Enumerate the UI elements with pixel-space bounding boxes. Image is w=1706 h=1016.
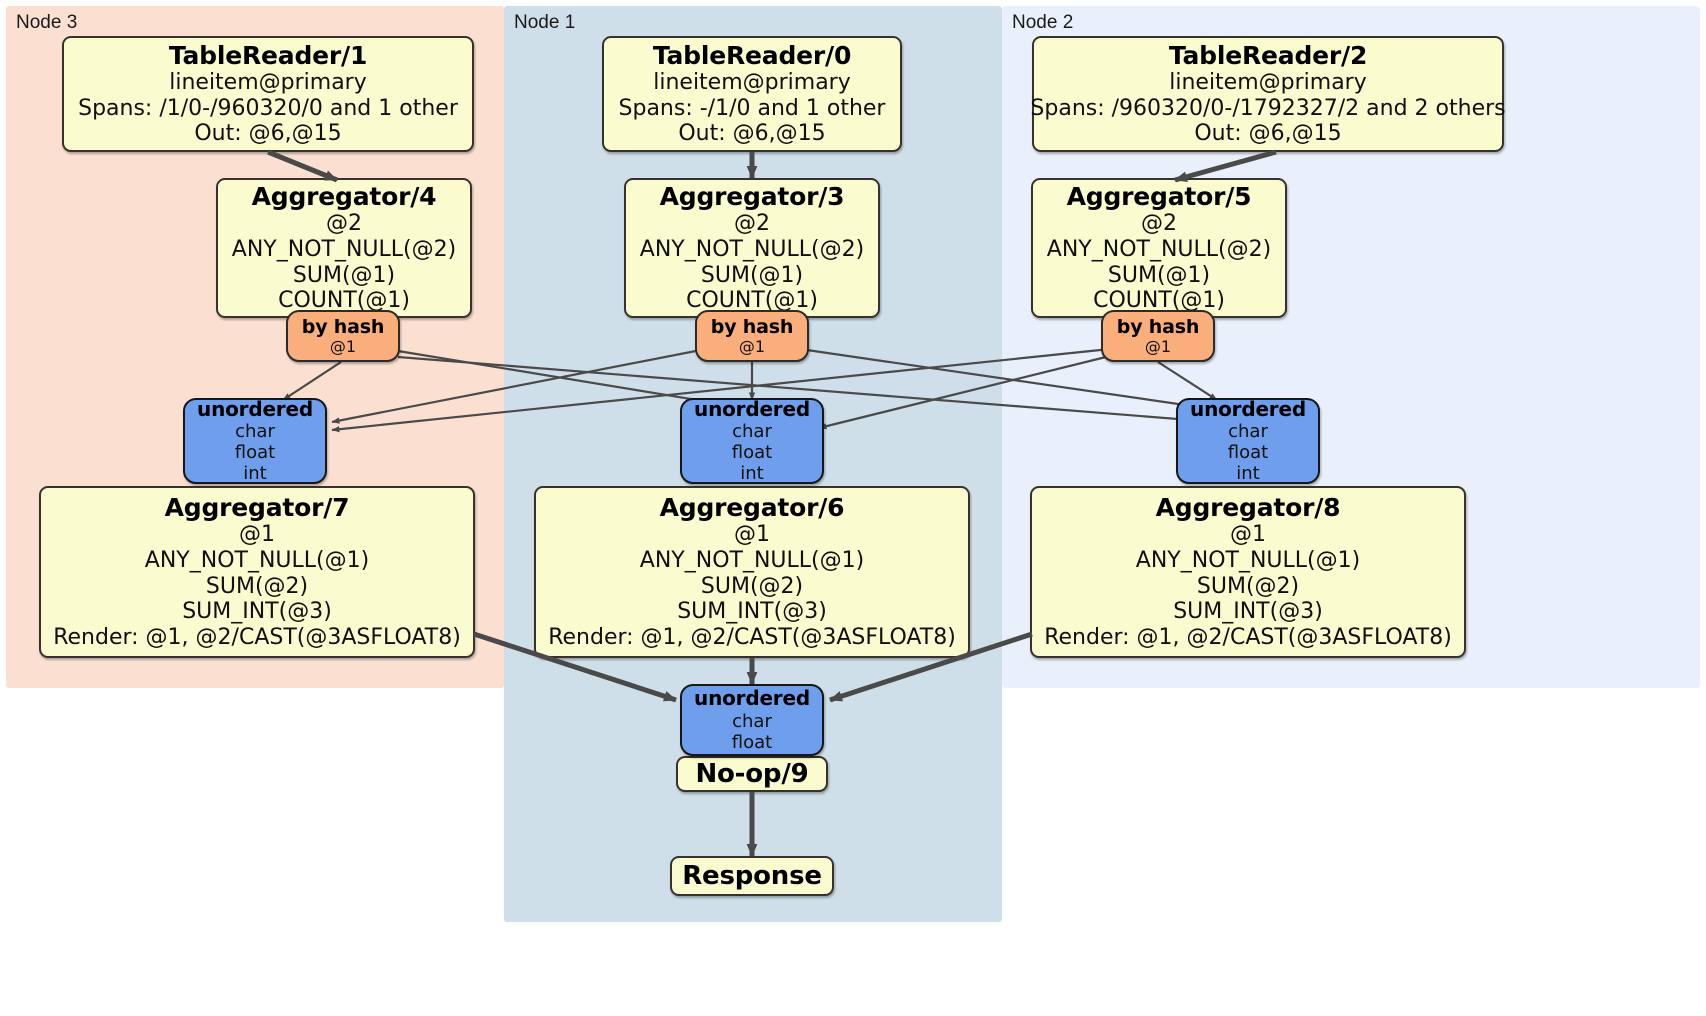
node-title: Aggregator/8 xyxy=(1155,493,1341,523)
sync-line: float xyxy=(731,731,773,753)
node-line: Render: @1, @2/CAST(@3ASFLOAT8) xyxy=(548,625,956,651)
sync-line: float xyxy=(1227,442,1269,464)
node-line: @2 xyxy=(1141,211,1177,237)
sync-unordered-center[interactable]: unordered char float int xyxy=(680,396,824,485)
node-line: SUM(@1) xyxy=(1107,262,1211,288)
panel-node-2-label: Node 2 xyxy=(1012,12,1074,33)
node-title: TableReader/2 xyxy=(1168,40,1368,70)
sync-unordered-right[interactable]: unordered char float int xyxy=(1176,396,1320,485)
node-line: @2 xyxy=(734,211,770,237)
node-line: SUM(@1) xyxy=(292,262,396,288)
router-title: by hash xyxy=(1116,315,1200,338)
node-line: ANY_NOT_NULL(@2) xyxy=(1046,236,1272,262)
sync-line: int xyxy=(243,463,267,485)
node-title: No-op/9 xyxy=(695,758,809,789)
node-aggregator-3[interactable]: Aggregator/3 @2 ANY_NOT_NULL(@2) SUM(@1)… xyxy=(624,178,880,318)
node-line: @1 xyxy=(239,522,275,548)
node-line: @1 xyxy=(1230,522,1266,548)
router-by-hash-left[interactable]: by hash @1 xyxy=(286,310,400,362)
router-by-hash-center[interactable]: by hash @1 xyxy=(695,310,809,362)
node-line: ANY_NOT_NULL(@1) xyxy=(639,548,865,574)
node-line: lineitem@primary xyxy=(1169,70,1367,96)
node-line: Spans: -/1/0 and 1 other xyxy=(618,95,886,121)
node-response[interactable]: Response xyxy=(670,856,834,896)
sync-line: float xyxy=(731,442,773,464)
node-title: Aggregator/3 xyxy=(659,181,845,211)
node-title: Aggregator/4 xyxy=(251,181,437,211)
node-line: SUM(@2) xyxy=(205,573,309,599)
sync-line: char xyxy=(732,421,772,443)
node-line: lineitem@primary xyxy=(653,70,851,96)
node-tablereader-1[interactable]: TableReader/1 lineitem@primary Spans: /1… xyxy=(62,36,474,152)
node-line: Out: @6,@15 xyxy=(194,121,342,147)
sync-title: unordered xyxy=(694,686,810,711)
sync-line: char xyxy=(235,421,275,443)
router-title: by hash xyxy=(710,315,794,338)
node-line: lineitem@primary xyxy=(169,70,367,96)
node-line: COUNT(@1) xyxy=(278,288,410,314)
node-noop-9[interactable]: No-op/9 xyxy=(676,756,828,792)
node-aggregator-7[interactable]: Aggregator/7 @1 ANY_NOT_NULL(@1) SUM(@2)… xyxy=(39,486,475,658)
router-line: @1 xyxy=(738,336,766,356)
node-title: Response xyxy=(682,860,822,891)
panel-node-3-label: Node 3 xyxy=(16,12,78,33)
sync-unordered-final[interactable]: unordered char float xyxy=(680,684,824,756)
sync-title: unordered xyxy=(197,396,313,421)
sync-line: char xyxy=(732,710,772,732)
node-line: ANY_NOT_NULL(@2) xyxy=(639,236,865,262)
node-aggregator-8[interactable]: Aggregator/8 @1 ANY_NOT_NULL(@1) SUM(@2)… xyxy=(1030,486,1466,658)
node-line: Render: @1, @2/CAST(@3ASFLOAT8) xyxy=(53,625,461,651)
node-line: @2 xyxy=(326,211,362,237)
node-title: TableReader/0 xyxy=(652,40,852,70)
sync-title: unordered xyxy=(1190,396,1306,421)
node-line: ANY_NOT_NULL(@2) xyxy=(231,236,457,262)
node-line: SUM(@2) xyxy=(1196,573,1300,599)
node-line: COUNT(@1) xyxy=(1093,288,1225,314)
sync-line: char xyxy=(1228,421,1268,443)
node-title: Aggregator/7 xyxy=(164,493,350,523)
node-line: Out: @6,@15 xyxy=(678,121,826,147)
sync-title: unordered xyxy=(694,396,810,421)
router-line: @1 xyxy=(1144,336,1172,356)
router-title: by hash xyxy=(301,315,385,338)
node-line: SUM_INT(@3) xyxy=(182,599,332,625)
node-line: SUM_INT(@3) xyxy=(677,599,827,625)
node-aggregator-4[interactable]: Aggregator/4 @2 ANY_NOT_NULL(@2) SUM(@1)… xyxy=(216,178,472,318)
node-tablereader-0[interactable]: TableReader/0 lineitem@primary Spans: -/… xyxy=(602,36,902,152)
panel-node-1-label: Node 1 xyxy=(514,12,576,33)
node-title: TableReader/1 xyxy=(168,40,368,70)
node-aggregator-5[interactable]: Aggregator/5 @2 ANY_NOT_NULL(@2) SUM(@1)… xyxy=(1031,178,1287,318)
node-line: SUM(@1) xyxy=(700,262,804,288)
node-line: Spans: /1/0-/960320/0 and 1 other xyxy=(78,95,458,121)
sync-unordered-left[interactable]: unordered char float int xyxy=(183,396,327,485)
node-line: SUM(@2) xyxy=(700,573,804,599)
node-line: ANY_NOT_NULL(@1) xyxy=(144,548,370,574)
router-line: @1 xyxy=(329,336,357,356)
node-line: Render: @1, @2/CAST(@3ASFLOAT8) xyxy=(1044,625,1452,651)
node-line: SUM_INT(@3) xyxy=(1173,599,1323,625)
node-tablereader-2[interactable]: TableReader/2 lineitem@primary Spans: /9… xyxy=(1030,36,1506,152)
sync-line: int xyxy=(740,463,764,485)
node-line: COUNT(@1) xyxy=(686,288,818,314)
sync-line: float xyxy=(234,442,276,464)
node-line: ANY_NOT_NULL(@1) xyxy=(1135,548,1361,574)
sync-line: int xyxy=(1236,463,1260,485)
node-line: Out: @6,@15 xyxy=(1194,121,1342,147)
node-line: @1 xyxy=(734,522,770,548)
router-by-hash-right[interactable]: by hash @1 xyxy=(1101,310,1215,362)
node-title: Aggregator/5 xyxy=(1066,181,1252,211)
node-title: Aggregator/6 xyxy=(659,493,845,523)
node-aggregator-6[interactable]: Aggregator/6 @1 ANY_NOT_NULL(@1) SUM(@2)… xyxy=(534,486,970,658)
node-line: Spans: /960320/0-/1792327/2 and 2 others xyxy=(1030,95,1506,121)
